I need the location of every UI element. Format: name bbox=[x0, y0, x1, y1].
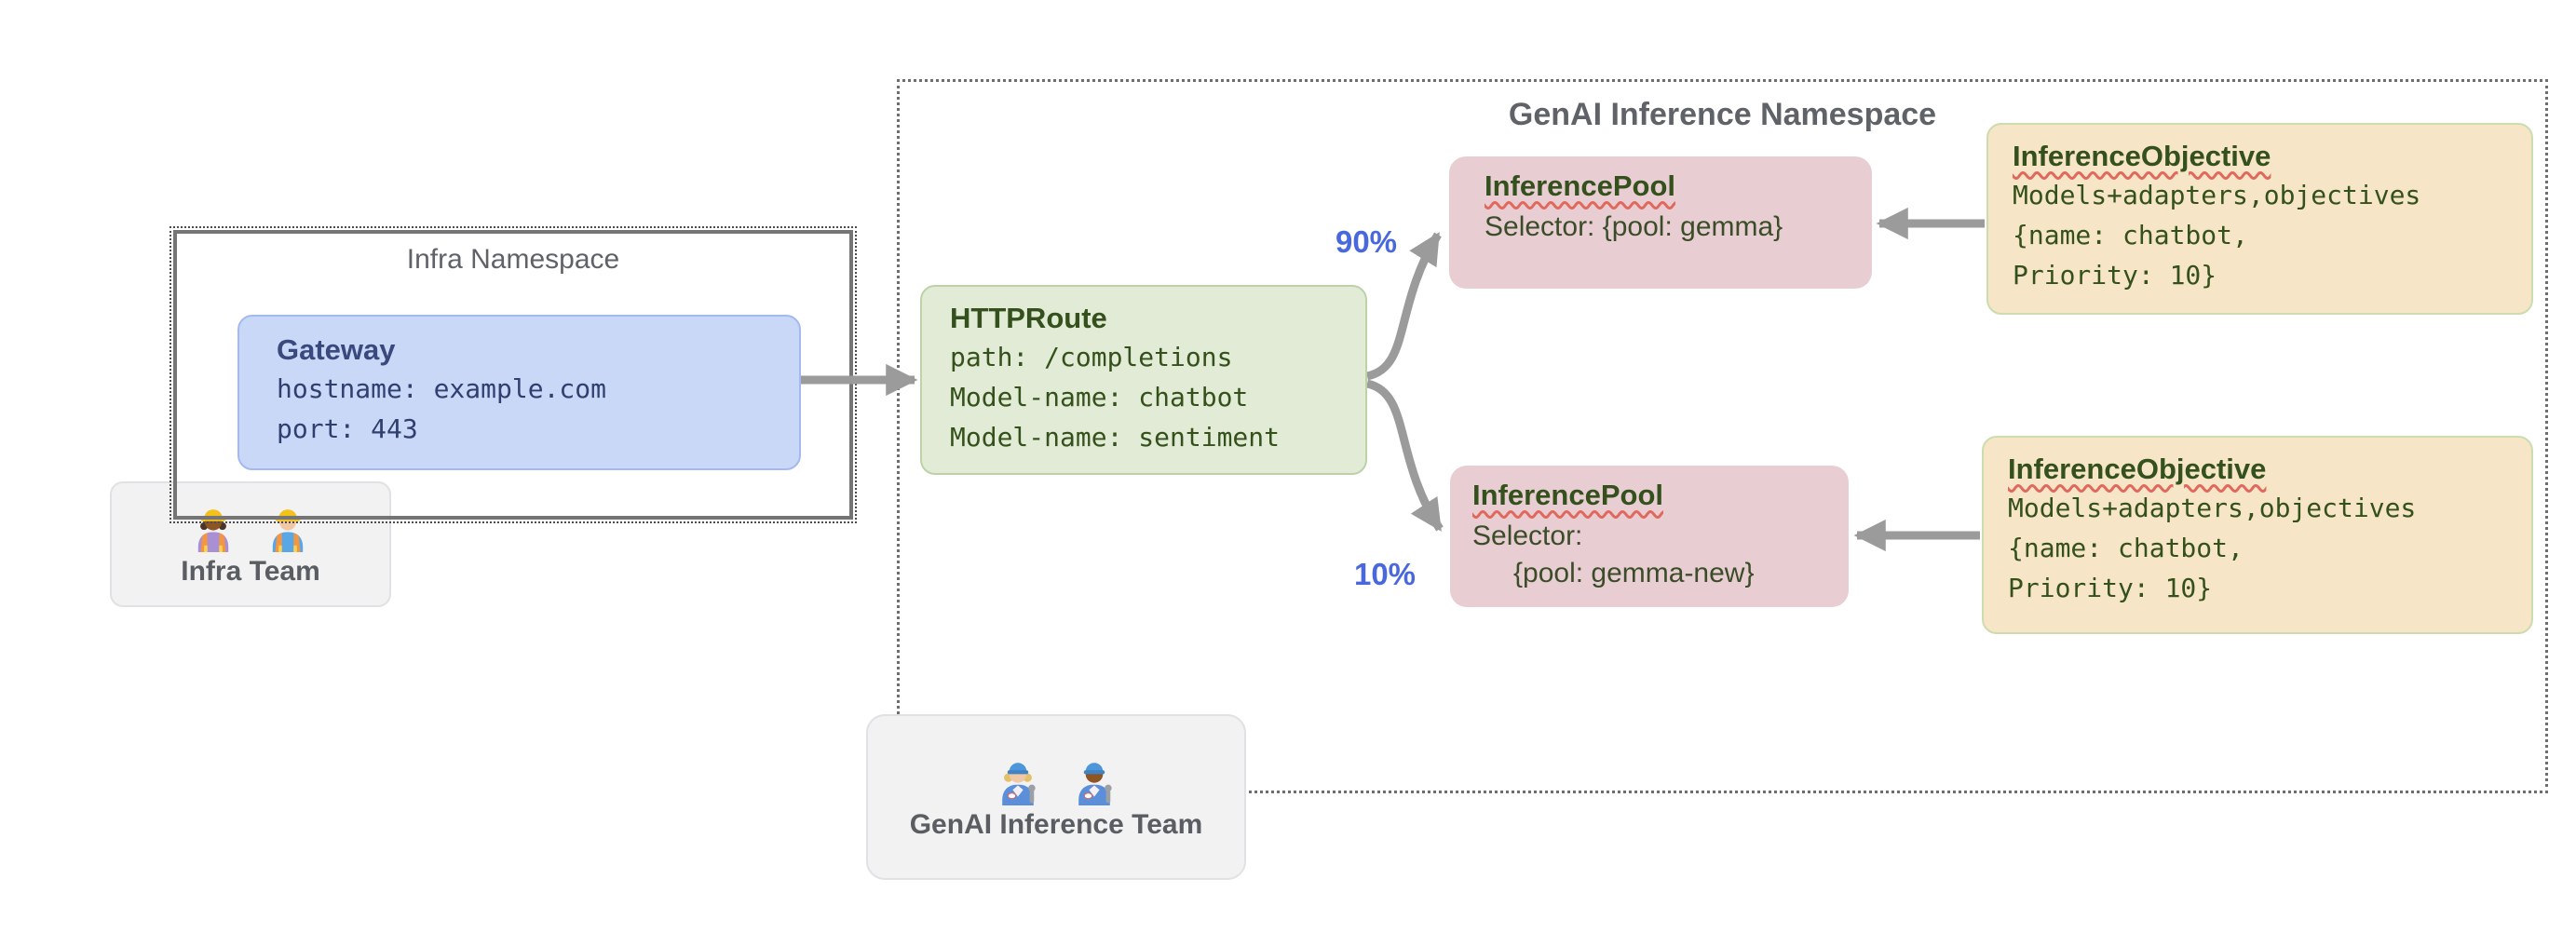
httproute-title: HTTPRoute bbox=[950, 302, 1107, 334]
genai-inference-team-label: GenAI Inference Team bbox=[909, 809, 1203, 840]
gateway-title: Gateway bbox=[277, 333, 396, 366]
inference-objective-top-line-3: Priority: 10} bbox=[2013, 260, 2217, 291]
inference-pool-bottom-title: InferencePool bbox=[1472, 479, 1663, 511]
httproute-model-chatbot: Model-name: chatbot bbox=[950, 382, 1249, 412]
inference-objective-bottom-line-3: Priority: 10} bbox=[2008, 573, 2213, 603]
inference-objective-bottom-line-1: Models+adapters,objectives bbox=[2008, 493, 2417, 523]
inference-pool-top-title: InferencePool bbox=[1485, 169, 1675, 202]
inference-objective-bottom-line-2: {name: chatbot, bbox=[2008, 533, 2244, 563]
woman-mechanic-emoji bbox=[1002, 763, 1036, 805]
infra-namespace-box bbox=[169, 226, 857, 523]
genai-inference-namespace-title: GenAI Inference Namespace bbox=[1508, 97, 1937, 132]
gateway-box: Gateway hostname: example.com port: 443 bbox=[237, 315, 801, 470]
man-mechanic-emoji bbox=[1078, 763, 1112, 805]
inference-objective-top-line-1: Models+adapters,objectives bbox=[2013, 180, 2421, 210]
genai-inference-team-card: GenAI Inference Team bbox=[866, 714, 1246, 880]
genai-team-icons bbox=[992, 753, 1120, 805]
inference-objective-top-line-2: {name: chatbot, bbox=[2013, 220, 2248, 250]
traffic-split-10-label: 10% bbox=[1353, 557, 1417, 591]
inference-pool-bottom-box: InferencePool Selector: {pool: gemma-new… bbox=[1450, 466, 1849, 607]
httproute-box: HTTPRoute path: /completions Model-name:… bbox=[920, 285, 1367, 475]
inference-pool-top-selector: Selector: {pool: gemma} bbox=[1485, 211, 1783, 242]
inference-pool-bottom-selector-value: {pool: gemma-new} bbox=[1513, 558, 1755, 588]
gateway-port: port: 443 bbox=[277, 413, 418, 444]
inference-objective-bottom-box: InferenceObjective Models+adapters,objec… bbox=[1982, 436, 2533, 634]
httproute-model-sentiment: Model-name: sentiment bbox=[950, 422, 1281, 453]
infra-namespace-title: Infra Namespace bbox=[406, 244, 620, 275]
inference-pool-bottom-selector: Selector: bbox=[1472, 521, 1583, 551]
traffic-split-90-label: 90% bbox=[1335, 224, 1398, 259]
infra-team-label: Infra Team bbox=[181, 555, 320, 587]
inference-objective-bottom-title: InferenceObjective bbox=[2008, 453, 2267, 485]
genai-inference-namespace-box bbox=[897, 79, 2548, 793]
inference-objective-top-title: InferenceObjective bbox=[2013, 140, 2271, 172]
gateway-hostname: hostname: example.com bbox=[277, 373, 607, 404]
inference-pool-top-box: InferencePool Selector: {pool: gemma} bbox=[1449, 156, 1872, 289]
inference-objective-top-box: InferenceObjective Models+adapters,objec… bbox=[1986, 123, 2533, 315]
httproute-path: path: /completions bbox=[950, 342, 1233, 372]
